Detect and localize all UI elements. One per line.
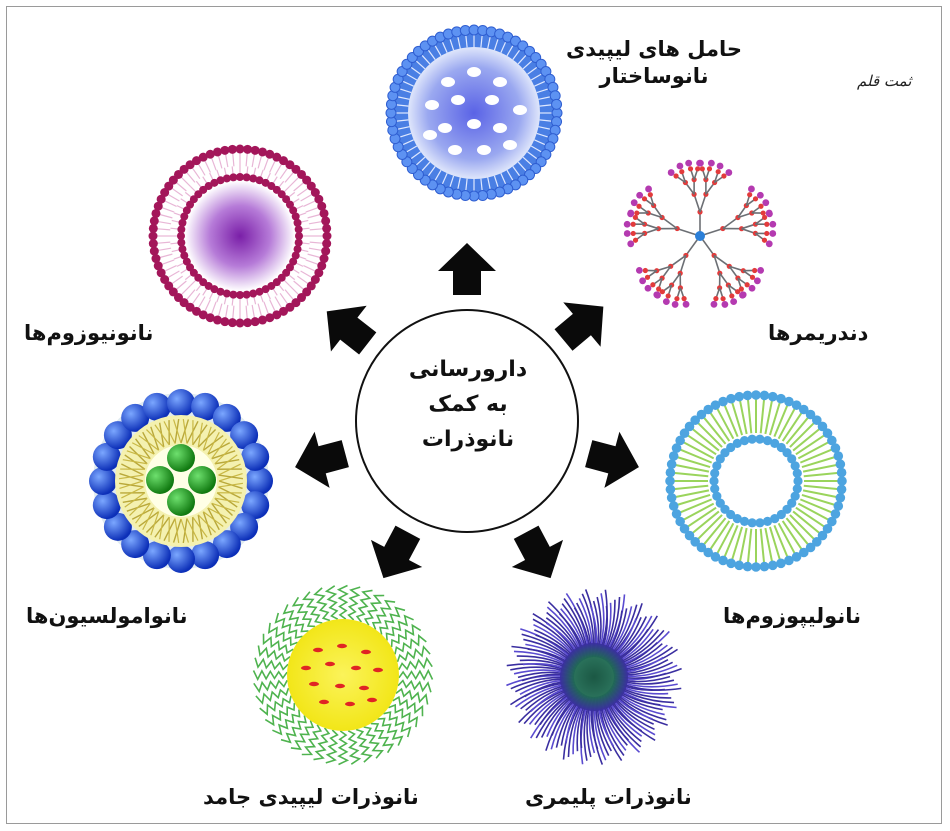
center-title: دارورسانی به کمک نانوذرات — [368, 352, 568, 458]
polymeric-nanoparticle-illustration — [506, 589, 681, 764]
label-dendrimers: دندریمرها — [768, 320, 868, 347]
label-lipid-carriers-line-1: حامل های لیپیدی — [566, 36, 742, 63]
label-solid-lipid-nanoparticles: نانوذرات لیپیدی جامد — [203, 784, 419, 811]
arrow-5 — [358, 519, 434, 592]
label-lipid-carriers: حامل های لیپیدی نانوساختار — [566, 36, 742, 91]
arrow-3 — [581, 426, 646, 495]
arrow-6 — [288, 426, 353, 495]
label-nanoliposomes: نانولیپوزوم‌ها — [723, 603, 861, 630]
dendrimer-illustration — [624, 160, 776, 308]
center-line-3: نانوذرات — [368, 422, 568, 457]
solid-lipid-nanoparticle-illustration — [254, 586, 433, 765]
label-nanoemulsions: نانوامولسیون‌ها — [26, 603, 188, 630]
center-line-1: دارورسانی — [368, 352, 568, 387]
arrow-2 — [545, 284, 622, 362]
watermark-signature: ثمت قلم — [857, 72, 911, 90]
arrow-1 — [438, 243, 496, 295]
lipid-carrier-illustration — [386, 25, 562, 201]
arrow-4 — [501, 519, 577, 592]
niosome-illustration — [148, 144, 332, 328]
label-lipid-carriers-line-2: نانوساختار — [566, 63, 742, 90]
label-polymeric-nanoparticles: نانوذرات پلیمری — [525, 784, 692, 811]
nanoemulsion-illustration — [89, 389, 273, 573]
nanoliposome-illustration — [665, 390, 847, 572]
center-line-2: به کمک — [368, 387, 568, 422]
label-niosomes: نانونیوزوم‌ها — [24, 320, 153, 347]
